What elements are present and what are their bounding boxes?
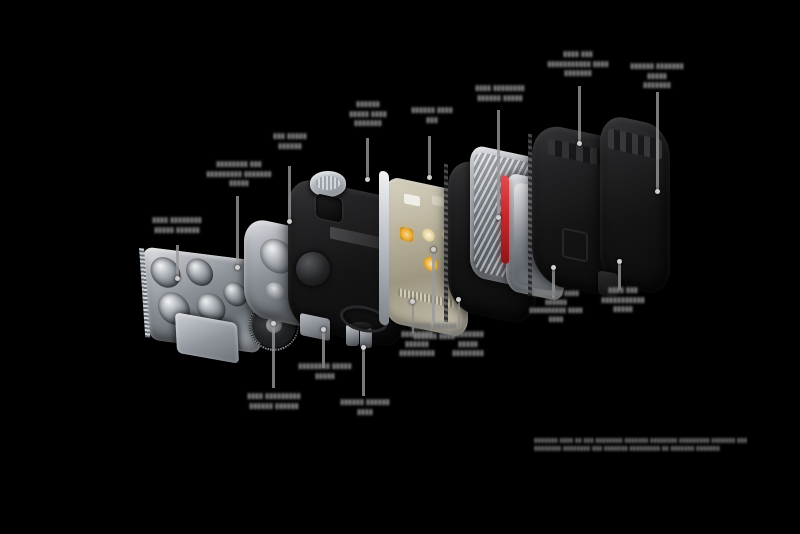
led-emitter	[400, 226, 413, 243]
callout-thermal-pad: ▮▮▮▮ ▮▮▮ ▮▮▮▮▮▮▮▮▮▮▮ ▮▮▮▮ ▮▮▮▮▮▮▮	[547, 51, 609, 77]
callout-reflector-assembly: ▮▮▮▮▮▮▮▮ ▮▮▮ ▮▮▮▮▮▮▮▮▮ ▮▮▮▮▮▮▮ ▮▮▮▮▮	[206, 161, 272, 187]
part-rear-logo-emboss	[562, 227, 588, 263]
figure-caption: ▮▮▮▮▮▮▮ ▮▮▮▮ ▮▮ ▮▮▮ ▮▮▮▮▮▮▮▮ ▮▮▮▮▮▮▮ ▮▮▮…	[534, 438, 748, 452]
callout-connector-seal: ▮▮▮▮▮▮▮▮ ▮▮▮▮▮ ▮▮▮▮▮▮▮▮	[452, 331, 484, 357]
callout-lens-bezel: ▮▮▮ ▮▮▮▮▮ ▮▮▮▮▮▮	[273, 133, 307, 150]
callout-housing-cover: ▮▮▮▮▮▮ ▮▮▮▮ ▮▮▮	[411, 107, 453, 124]
callout-heatsink-fins: ▮▮▮▮ ▮▮▮▮▮▮▮▮ ▮▮▮▮▮▮ ▮▮▮▮▮	[475, 85, 525, 102]
part-breather-grille	[316, 176, 340, 190]
callout-rear-cap: ▮▮▮▮ ▮▮▮ ▮▮▮▮▮▮▮▮▮▮▮ ▮▮▮▮▮	[601, 287, 645, 313]
callout-left-optics: ▮▮▮▮ ▮▮▮▮▮▮▮▮ ▮▮▮▮▮ ▮▮▮▮▮▮	[152, 217, 202, 234]
callout-battery-pack: ▮▮▮▮▮▮▮▮ ▮▮▮▮ ▮▮▮▮▮▮ ▮▮▮▮▮▮▮▮▮▮ ▮▮▮▮ ▮▮▮…	[529, 290, 583, 323]
part-wiring-harness	[344, 322, 378, 352]
callout-mounting-bracket: ▮▮▮▮▮▮▮▮ ▮▮▮▮▮ ▮▮▮▮▮	[298, 363, 352, 380]
callout-wiring-harness: ▮▮▮▮▮▮ ▮▮▮▮▮▮ ▮▮▮▮	[340, 399, 390, 416]
part-gasket-seam	[528, 133, 532, 297]
callout-driver-board: ▮▮▮▮▮ ▮▮▮▮▮▮ ▮▮▮▮▮▮ ▮▮▮▮	[411, 323, 457, 340]
callout-top-vent: ▮▮▮▮▮▮ ▮▮▮▮▮ ▮▮▮▮ ▮▮▮▮▮▮▮	[349, 101, 387, 127]
part-gasket-seam	[444, 163, 448, 323]
part-barrel-lens	[296, 252, 330, 286]
callout-rear-housing: ▮▮▮▮▮▮ ▮▮▮▮▮▮▮ ▮▮▮▮▮ ▮▮▮▮▮▮▮	[630, 63, 684, 89]
red-wire	[501, 174, 509, 265]
callout-led-array: ▮▮▮▮▮▮▮▮ ▮▮▮▮▮▮ ▮▮▮▮▮▮▮▮▮	[399, 331, 435, 357]
callout-gear-actuator: ▮▮▮▮ ▮▮▮▮▮▮▮▮▮ ▮▮▮▮▮▮ ▮▮▮▮▮▮	[247, 393, 301, 410]
